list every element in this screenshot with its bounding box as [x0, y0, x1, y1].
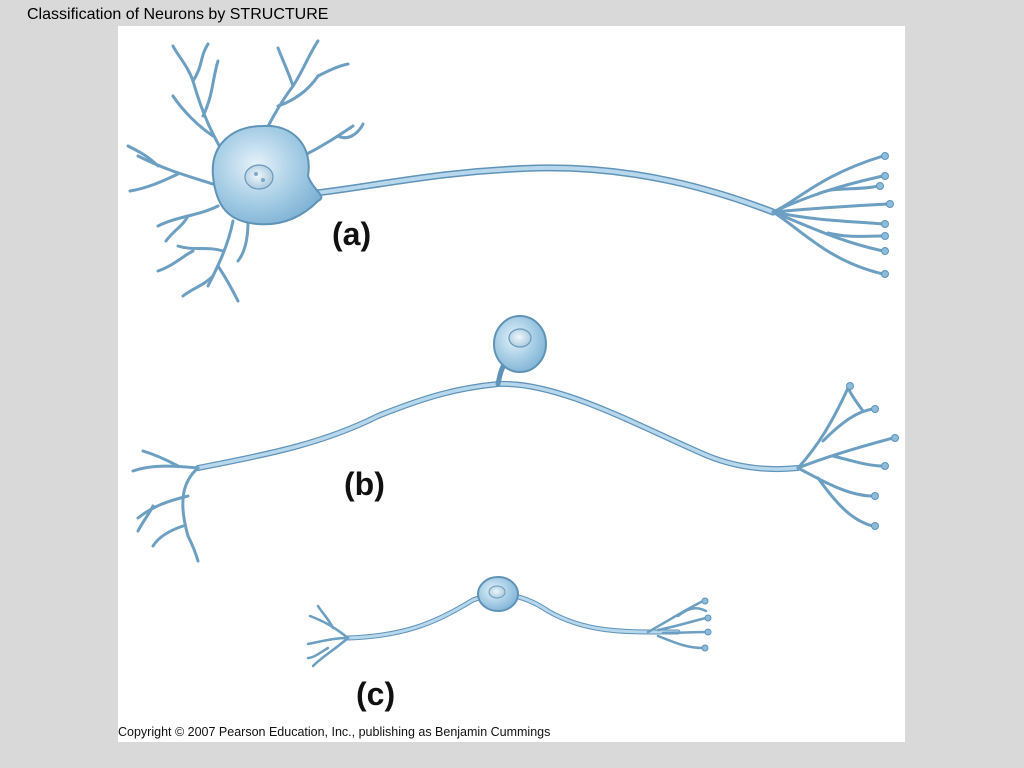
- axon-terminals-b: [796, 386, 895, 528]
- terminal-bulbs-c: [701, 597, 712, 652]
- neuron-diagram: [126, 39, 899, 668]
- unipolar-neuron: [131, 315, 899, 563]
- axon-terminals-c: [646, 599, 708, 650]
- terminal-bulbs-a: [876, 152, 894, 278]
- copyright-notice: Copyright © 2007 Pearson Education, Inc.…: [118, 725, 551, 739]
- nucleus-a: [244, 164, 274, 190]
- label-a: (a): [332, 216, 372, 252]
- slide-title: Classification of Neurons by STRUCTURE: [27, 6, 329, 23]
- nucleus-c: [488, 585, 506, 599]
- axon-terminals-a: [771, 154, 890, 276]
- label-c: (c): [356, 676, 396, 712]
- terminal-bulbs-b: [846, 382, 899, 530]
- nucleus-b: [508, 328, 532, 348]
- central-branches-b: [131, 449, 200, 563]
- label-b: (b): [344, 466, 385, 502]
- bipolar-neuron: [306, 576, 712, 668]
- multipolar-neuron: [126, 39, 894, 303]
- dendrites-c: [306, 604, 350, 668]
- figure-panel: (a) (b) (c) Copyright © 2007 Pearson Edu…: [118, 26, 905, 742]
